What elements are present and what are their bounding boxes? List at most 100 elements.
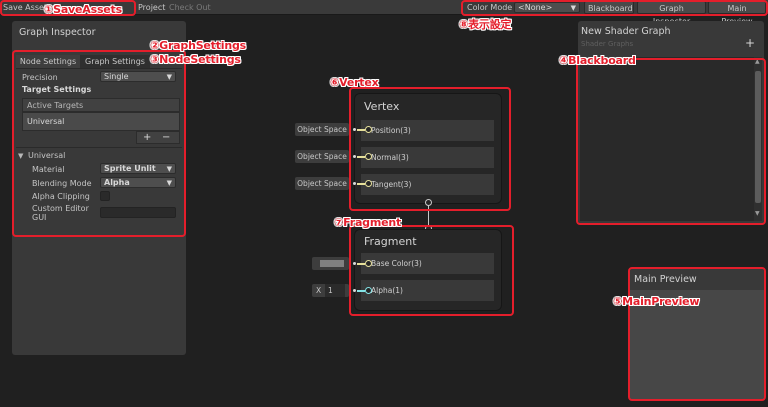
- tab-graph-settings[interactable]: Graph Settings: [80, 55, 150, 68]
- color-mode-label: Color Mode: [467, 3, 513, 12]
- custom-editor-gui-label: Custom Editor: [32, 204, 89, 213]
- show-in-project-button[interactable]: Project: [138, 3, 166, 12]
- blackboard-scrollbar[interactable]: ▲ ▼: [754, 57, 762, 221]
- alpha-clipping-checkbox[interactable]: [100, 191, 110, 201]
- fragment-node[interactable]: Fragment Base Color(3) Alpha(1): [354, 229, 502, 311]
- save-assets-button[interactable]: Save Asset: [3, 3, 48, 12]
- chevron-down-icon: ▼: [166, 73, 172, 81]
- connection-wire: [357, 183, 365, 185]
- output-dot: [353, 262, 356, 265]
- connection-wire: [357, 156, 365, 158]
- annotation-main-preview: ⑤MainPreview: [613, 295, 700, 308]
- list-footer: + −: [136, 131, 180, 144]
- main-preview-viewport[interactable]: [630, 290, 764, 399]
- alpha-axis-label: X: [316, 286, 322, 295]
- target-settings-heading: Target Settings: [22, 85, 92, 94]
- fragment-port-base-color[interactable]: Base Color(3): [361, 253, 494, 274]
- port-label: Tangent(3): [371, 180, 412, 189]
- custom-editor-gui-label-line2: GUI: [32, 213, 47, 222]
- output-dot: [353, 128, 356, 131]
- base-color-input[interactable]: [312, 257, 349, 270]
- tab-divider: [16, 68, 182, 69]
- output-dot: [353, 155, 356, 158]
- annotation-box-display-settings: [461, 0, 768, 16]
- block-connector-line: [428, 205, 429, 227]
- blackboard-add-button[interactable]: +: [745, 36, 756, 50]
- blending-mode-dropdown[interactable]: Alpha ▼: [100, 177, 176, 188]
- vector-port-icon[interactable]: [365, 153, 372, 160]
- blending-mode-value: Alpha: [104, 178, 130, 187]
- connection-wire: [357, 263, 365, 265]
- blackboard-subtitle: Shader Graphs: [581, 40, 634, 48]
- vertex-title: Vertex: [364, 100, 400, 113]
- port-label: Normal(3): [371, 153, 409, 162]
- universal-header[interactable]: Universal: [28, 151, 66, 160]
- color-swatch[interactable]: [320, 260, 344, 267]
- annotation-blackboard: ④Blackboard: [559, 54, 636, 67]
- precision-label: Precision: [22, 73, 58, 82]
- add-target-button[interactable]: +: [143, 132, 152, 143]
- connection-wire: [357, 129, 365, 131]
- vector-port-icon[interactable]: [365, 260, 372, 267]
- chevron-down-icon: ▼: [570, 4, 576, 12]
- scroll-down-icon[interactable]: ▼: [755, 210, 760, 217]
- object-space-input-tangent[interactable]: Object Space: [295, 177, 349, 190]
- alpha-value-field[interactable]: 1: [325, 284, 345, 297]
- alpha-clipping-label: Alpha Clipping: [32, 192, 90, 201]
- chevron-down-icon: ▼: [166, 165, 172, 173]
- section-divider: [16, 147, 182, 148]
- remove-target-button[interactable]: −: [162, 132, 171, 143]
- color-mode-value: <None>: [518, 3, 553, 12]
- annotation-node-settings: ③NodeSettings: [150, 53, 241, 66]
- output-dot: [353, 182, 356, 185]
- annotation-fragment: ⑦Fragment: [334, 216, 402, 229]
- custom-editor-gui-field[interactable]: [100, 207, 176, 218]
- annotation-box-vertex: [349, 87, 511, 211]
- foldout-arrow-icon[interactable]: ▼: [18, 152, 24, 160]
- precision-dropdown[interactable]: Single ▼: [100, 71, 176, 82]
- scroll-up-icon[interactable]: ▲: [755, 58, 760, 65]
- chevron-down-icon: ▼: [166, 179, 172, 187]
- check-out-button[interactable]: Check Out: [169, 3, 211, 12]
- active-targets-label: Active Targets: [27, 101, 84, 110]
- annotation-box-main-preview: [628, 267, 766, 401]
- blending-mode-label: Blending Mode: [32, 179, 92, 188]
- vector-port-icon[interactable]: [365, 180, 372, 187]
- port-label: Alpha(1): [371, 286, 403, 295]
- connection-wire: [357, 290, 365, 292]
- port-label: Base Color(3): [371, 259, 422, 268]
- float-port-icon[interactable]: [365, 287, 372, 294]
- active-target-item[interactable]: Universal: [22, 112, 180, 131]
- annotation-box-fragment: [349, 225, 514, 316]
- fragment-port-alpha[interactable]: Alpha(1): [361, 280, 494, 301]
- object-space-input-normal[interactable]: Object Space: [295, 150, 349, 163]
- material-label: Material: [32, 165, 65, 174]
- main-preview-panel: Main Preview: [630, 268, 764, 399]
- main-preview-title: Main Preview: [634, 274, 697, 285]
- material-dropdown[interactable]: Sprite Unlit ▼: [100, 163, 176, 174]
- object-space-input-position[interactable]: Object Space: [295, 123, 349, 136]
- port-label: Position(3): [371, 126, 411, 135]
- annotation-box-blackboard: [576, 58, 766, 225]
- vertex-port-position[interactable]: Position(3): [361, 120, 494, 141]
- vertex-port-tangent[interactable]: Tangent(3): [361, 174, 494, 195]
- vector-port-icon[interactable]: [365, 126, 372, 133]
- color-mode-dropdown[interactable]: <None> ▼: [514, 2, 580, 13]
- vertex-node[interactable]: Vertex Position(3) Normal(3) Tangent(3): [354, 93, 502, 204]
- blackboard-title: New Shader Graph: [581, 26, 671, 37]
- active-targets-header: Active Targets: [22, 98, 180, 112]
- material-value: Sprite Unlit: [104, 164, 156, 173]
- graph-inspector-title: Graph Inspector: [19, 27, 96, 38]
- scrollbar-thumb[interactable]: [755, 71, 761, 203]
- annotation-graph-settings: ②GraphSettings: [150, 39, 247, 52]
- active-target-label: Universal: [27, 117, 65, 126]
- alpha-input[interactable]: X 1: [312, 284, 349, 297]
- annotation-box-save-assets: [0, 0, 136, 16]
- annotation-vertex: ⑥Vertex: [330, 76, 379, 89]
- blackboard-content: [580, 57, 754, 221]
- vertex-port-normal[interactable]: Normal(3): [361, 147, 494, 168]
- output-dot: [353, 289, 356, 292]
- fragment-title: Fragment: [364, 235, 417, 248]
- blackboard-panel: New Shader Graph Shader Graphs + ▲ ▼: [578, 21, 764, 224]
- tab-node-settings[interactable]: Node Settings: [16, 55, 80, 68]
